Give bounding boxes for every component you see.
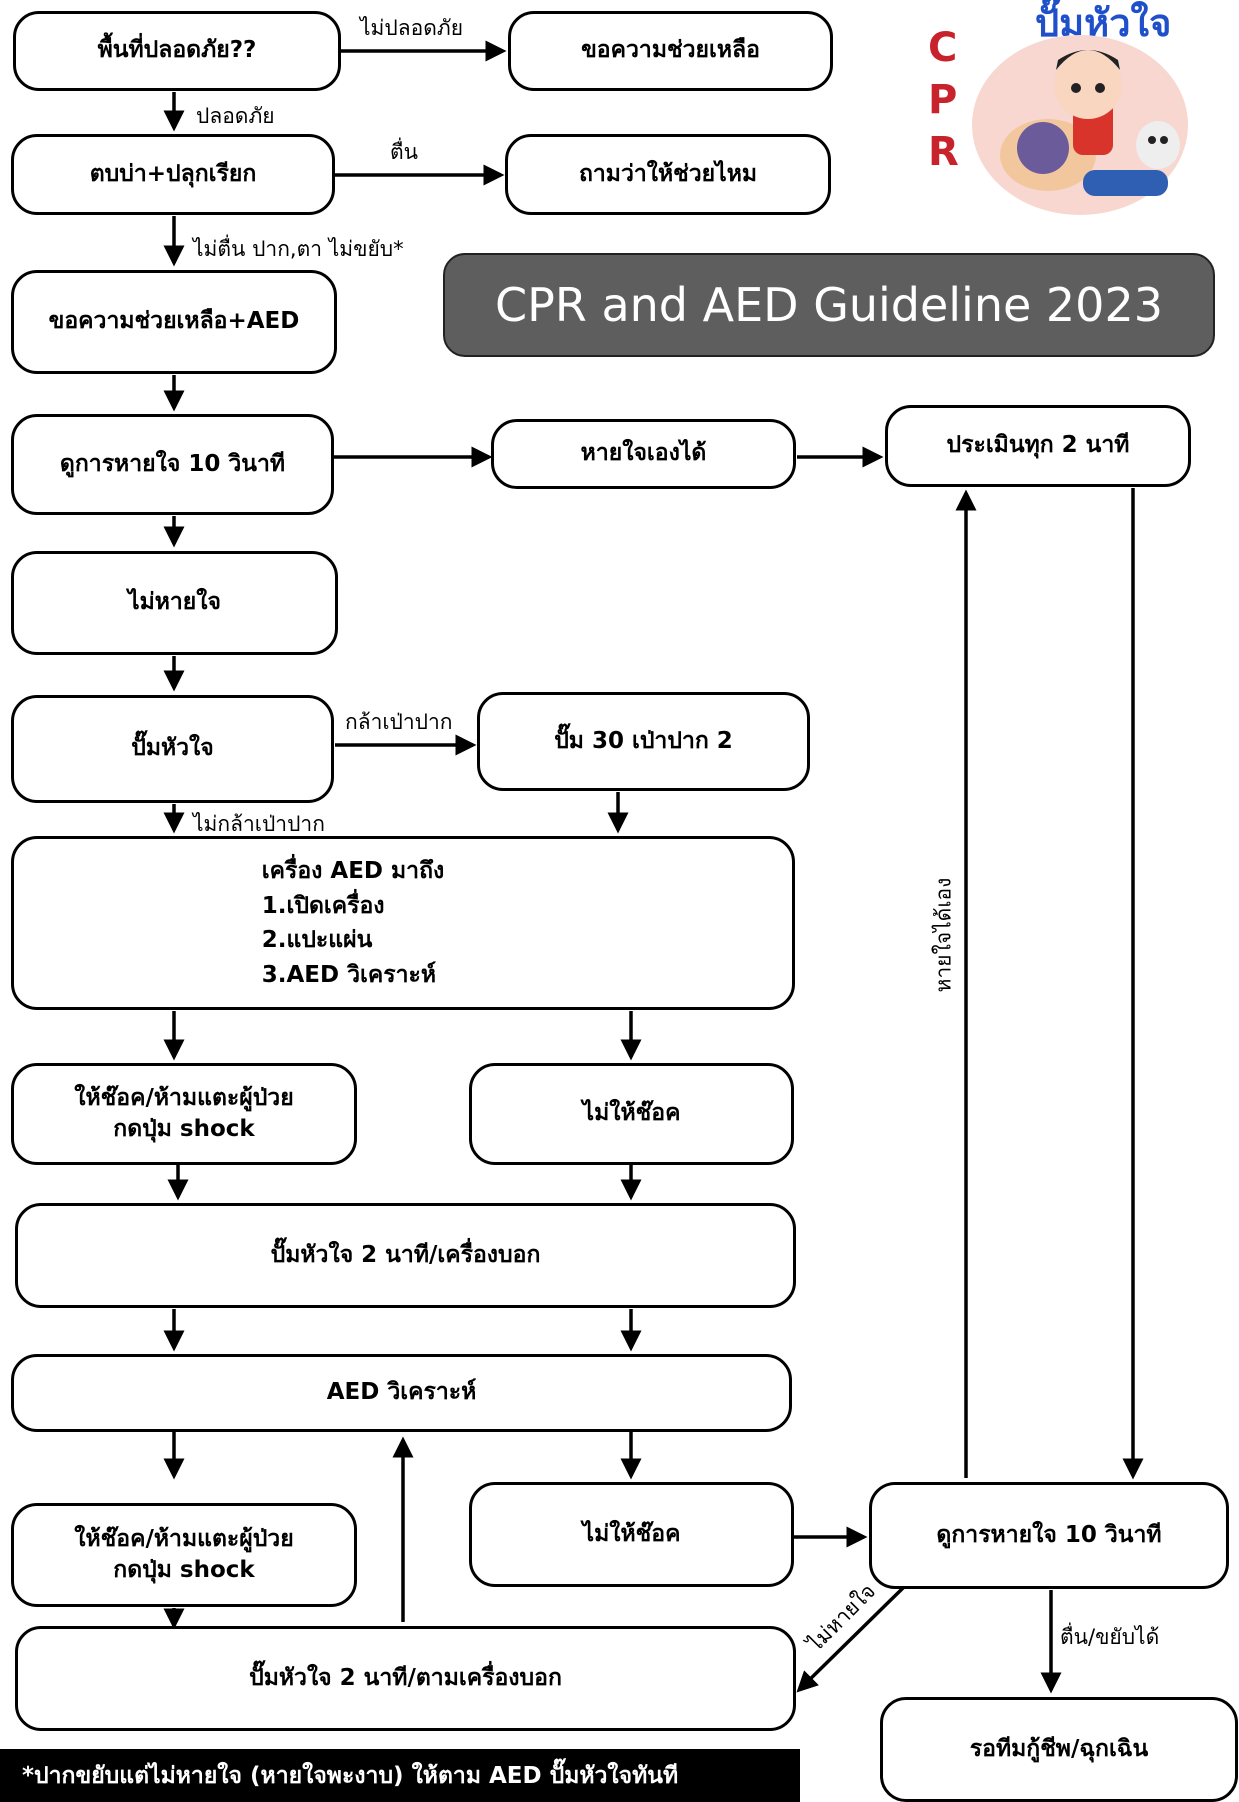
guideline-title-banner: CPR and AED Guideline 2023 [443, 253, 1215, 357]
label-awake-moving: ตื่น/ขยับได้ [1060, 1625, 1160, 1649]
cpr-letter-r: R [928, 129, 959, 175]
aed-arrives-title: เครื่อง AED มาถึง [261, 858, 445, 884]
label-self-breathing: หายใจได้เอง [931, 877, 956, 993]
node-tap-shout: ตบบ่า+ปลุกเรียก [11, 134, 335, 215]
label-safe: ปลอดภัย [196, 104, 275, 128]
node-no-shock-1: ไม่ให้ช๊อค [469, 1063, 794, 1165]
shock-2-line-2: กดปุ่ม shock [113, 1557, 255, 1583]
aed-step-3: 3.AED วิเคราะห์ [261, 961, 437, 988]
node-assess-2min: ประเมินทุก 2 นาที [885, 405, 1191, 487]
node-breathing-1: หายใจเองได้ [491, 419, 796, 489]
node-ask-help: ขอความช่วยเหลือ [508, 11, 833, 91]
node-shock-2: ให้ช๊อค/ห้ามแตะผู้ป่วย กดปุ่ม shock [11, 1503, 357, 1607]
aed-step-1: 1.เปิดเครื่อง [261, 892, 385, 919]
cpr-illustration-icon [972, 35, 1188, 215]
label-brave-mouth: กล้าเป่าปาก [345, 710, 453, 734]
footer-note: *ปากขยับแต่ไม่หายใจ (หายใจพะงาบ) ให้ตาม … [0, 1749, 800, 1802]
node-pump-2min-1: ปั๊มหัวใจ 2 นาที/เครื่องบอก [15, 1203, 796, 1308]
node-chest-pump: ปั๊มหัวใจ [11, 695, 334, 803]
node-pump-2min-2: ปั๊มหัวใจ 2 นาที/ตามเครื่องบอก [15, 1626, 796, 1731]
label-unsafe: ไม่ปลอดภัย [360, 16, 464, 40]
shock-1-line-2: กดปุ่ม shock [113, 1116, 255, 1142]
node-no-shock-2: ไม่ให้ช๊อค [469, 1482, 794, 1587]
node-shock-1: ให้ช๊อค/ห้ามแตะผู้ป่วย กดปุ่ม shock [11, 1063, 357, 1165]
cpr-letter-c: C [928, 25, 958, 71]
aed-step-2: 2.แปะแผ่น [261, 927, 373, 953]
node-aed-analyze: AED วิเคราะห์ [11, 1354, 792, 1432]
node-check-breath-1: ดูการหายใจ 10 วินาที [11, 414, 334, 515]
cpr-letter-p: P [928, 77, 958, 123]
node-pump30-breath2: ปั๊ม 30 เป่าปาก 2 [477, 692, 810, 791]
node-help-aed: ขอความช่วยเหลือ+AED [11, 270, 337, 374]
node-ask-need-help: ถามว่าให้ช่วยไหม [505, 134, 831, 215]
shock-1-line-1: ให้ช๊อค/ห้ามแตะผู้ป่วย [74, 1084, 294, 1111]
shock-2-line-1: ให้ช๊อค/ห้ามแตะผู้ป่วย [74, 1525, 294, 1552]
node-safe-area: พื้นที่ปลอดภัย?? [13, 11, 341, 91]
node-aed-arrives: เครื่อง AED มาถึง 1.เปิดเครื่อง 2.แปะแผ่… [11, 836, 795, 1010]
node-check-breath-2: ดูการหายใจ 10 วินาที [869, 1482, 1229, 1589]
label-not-awake: ไม่ตื่น ปาก,ตา ไม่ขยับ* [193, 237, 404, 261]
label-awake: ตื่น [390, 140, 418, 164]
node-wait-team: รอทีมกู้ชีพ/ฉุกเฉิน [880, 1697, 1238, 1802]
node-not-breathing: ไม่หายใจ [11, 551, 338, 655]
label-not-brave-mouth: ไม่กล้าเป่าปาก [193, 812, 325, 836]
